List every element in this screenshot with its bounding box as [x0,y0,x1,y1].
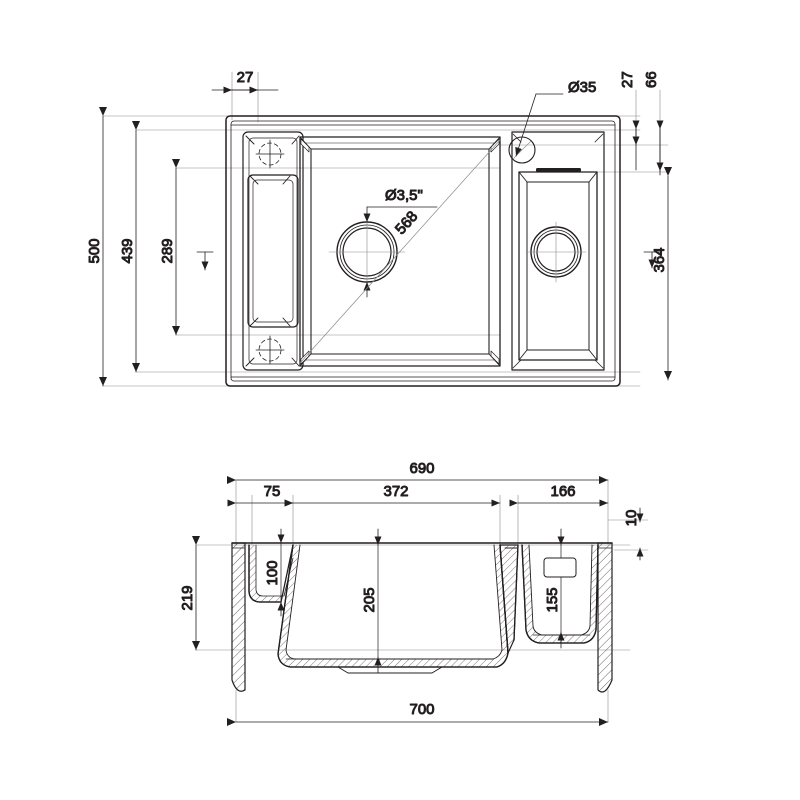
dim-label-205: 205 [361,587,378,612]
dim-label-75: 75 [264,483,281,500]
dim-label-166: 166 [550,483,575,500]
dim-label-27-right: 27 [619,71,636,88]
dimension-166: 166 [509,483,609,507]
dimension-100: 100 [264,528,285,617]
dimension-690: 690 [227,460,609,484]
dimension-500: 500 [86,107,107,387]
center-mark-left [196,251,214,271]
dimension-568-diagonal: 568 [299,139,501,364]
tap-hole [508,136,536,164]
dimension-d35: Ø35 [515,79,597,157]
dim-label-500: 500 [86,238,103,263]
dimension-d35-inch: Ø3,5" [363,187,438,298]
dimension-10: 10 [623,507,644,561]
dim-label-219: 219 [179,585,196,610]
main-bowl-section [277,544,509,674]
dimension-66-right: 66 [643,71,664,176]
dimension-364: 364 [643,167,672,381]
dim-label-d35: Ø35 [568,79,596,96]
dim-label-372: 372 [383,483,408,500]
dim-label-155: 155 [544,587,561,612]
plan-view-group: 27 Ø35 27 66 364 500 [86,69,672,387]
dim-label-27-top: 27 [237,69,254,86]
dimension-205: 205 [361,528,382,674]
left-outer-wall [231,542,246,692]
dim-label-364: 364 [651,247,668,272]
mounting-mark-top [255,139,285,169]
dimension-439: 439 [119,121,140,373]
dim-label-d35-inch: Ø3,5" [385,187,423,204]
dim-label-289: 289 [159,238,176,263]
dimension-219: 219 [179,536,200,651]
bowl-divider-section [499,544,519,654]
dimension-372: 372 [284,483,501,507]
dim-label-690: 690 [409,460,434,477]
dimension-155: 155 [543,528,577,649]
dim-label-66-right: 66 [643,71,660,88]
dimension-700: 700 [227,701,609,726]
section-extension-lines [195,479,649,723]
dimension-289: 289 [159,159,180,336]
small-bowl-drain [525,221,587,283]
overflow-slot [536,168,581,172]
drainer-channel-section [248,544,294,603]
right-outer-wall [597,542,613,693]
dim-label-100: 100 [264,560,281,585]
section-view-group: 690 75 372 166 10 100 [179,460,649,726]
dim-label-10: 10 [623,510,640,527]
mounting-mark-bottom [255,335,285,365]
dim-label-568: 568 [392,208,421,238]
small-bowl [511,131,605,371]
sink-outline [225,115,621,387]
drainer-area [242,131,304,371]
dimension-75: 75 [227,483,294,507]
main-bowl [299,136,501,367]
dim-label-700: 700 [409,701,434,718]
dim-155-box [543,557,577,578]
dim-label-439: 439 [119,238,136,263]
dimension-27-right: 27 [619,71,640,171]
dimension-27-top: 27 [211,69,279,94]
